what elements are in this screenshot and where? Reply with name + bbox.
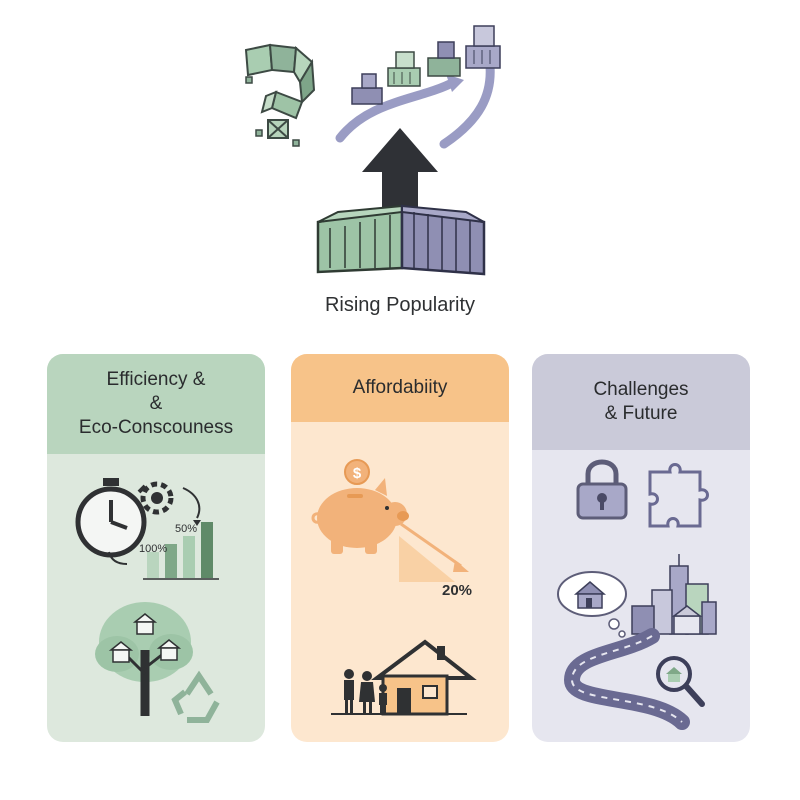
gear-icon <box>140 481 174 515</box>
up-arrow-icon <box>362 128 438 210</box>
magnifier-icon <box>656 656 705 707</box>
container-stack-icons <box>351 25 501 105</box>
piggy-bank-icon <box>311 478 409 554</box>
stopwatch-icon <box>75 478 147 558</box>
efficiency-illustration: 50% 100% <box>75 478 220 723</box>
puzzle-piece-icon <box>648 463 709 528</box>
shipping-container-green <box>316 204 404 274</box>
bar-label-left: 100% <box>139 543 167 555</box>
coin-symbol: $ <box>353 465 362 482</box>
card-challenges-header: Challenges & Future <box>532 354 750 450</box>
mini-container-1 <box>351 73 383 105</box>
card-challenges: Challenges & Future <box>532 354 750 742</box>
card-affordability-header: Affordabiity <box>291 354 509 422</box>
thought-bubble-house-icon <box>557 571 627 638</box>
family-home-icon <box>331 639 477 716</box>
house-icon <box>108 641 134 663</box>
eco-tree-icon <box>95 602 193 716</box>
bar <box>165 544 177 578</box>
lock-icon <box>576 459 628 520</box>
card-title-line: Affordabiity <box>352 377 448 398</box>
house-icon <box>132 613 158 635</box>
family-figures <box>344 669 387 714</box>
cycle-arrow-icon <box>182 487 201 519</box>
challenges-illustration <box>557 459 717 730</box>
affordability-illustration: $ 20% <box>311 459 477 716</box>
card-title-line: & <box>149 393 163 414</box>
question-mark-icon <box>244 43 316 147</box>
mini-container-2 <box>387 51 421 87</box>
bar-label-top: 50% <box>175 523 197 535</box>
shipping-container-purple <box>400 204 486 276</box>
card-affordability: Affordabiity $ 20% <box>291 354 509 742</box>
price-drop-icon <box>399 522 469 582</box>
recycle-icon <box>171 670 220 723</box>
hero-title: Rising Popularity <box>324 294 476 316</box>
bar <box>201 522 213 578</box>
card-title-line: & Future <box>604 403 678 424</box>
hero-illustration <box>244 25 501 276</box>
card-efficiency-header: Efficiency & & Eco-Conscouness <box>47 354 265 454</box>
card-title-line: Challenges <box>593 379 689 400</box>
growth-arrows <box>335 61 495 149</box>
card-title-line: Eco-Conscouness <box>78 417 234 438</box>
coin-icon: $ <box>344 459 370 485</box>
bar <box>147 552 159 578</box>
bar <box>183 536 195 578</box>
card-title-line: Efficiency & <box>106 369 206 390</box>
card-efficiency: Efficiency & & Eco-Conscouness 50 <box>47 354 265 742</box>
efficiency-bar-chart <box>143 522 219 580</box>
mini-container-3 <box>427 41 461 77</box>
price-drop-label: 20% <box>442 582 472 599</box>
mini-container-4 <box>465 25 501 69</box>
house-icon <box>156 639 182 661</box>
city-skyline-icon <box>631 554 717 635</box>
